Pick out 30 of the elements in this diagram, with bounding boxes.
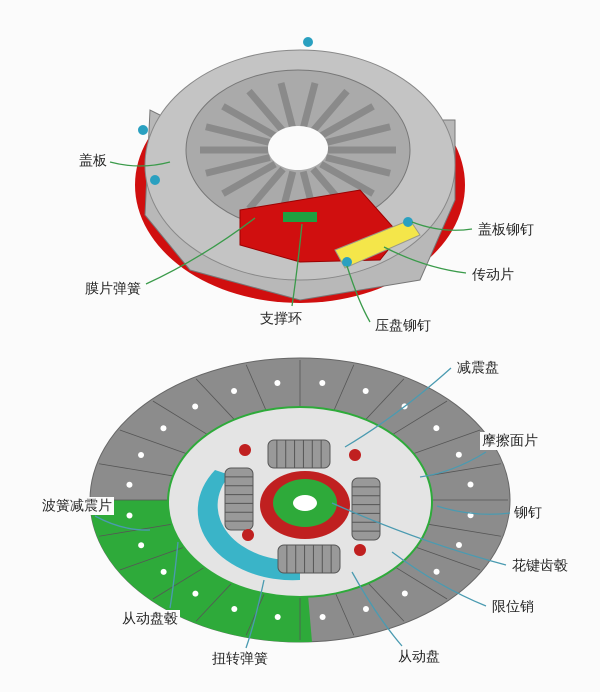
leader-line <box>392 551 486 607</box>
leader-line <box>420 451 486 478</box>
part-label: 铆钉 <box>512 504 544 522</box>
part-label: 盖板铆钉 <box>476 221 536 239</box>
part-label: 传动片 <box>470 266 516 284</box>
leader-line <box>146 217 256 285</box>
leader-line <box>332 502 506 566</box>
leader-line <box>384 246 466 274</box>
leader-line <box>245 580 265 648</box>
leader-line <box>412 221 472 231</box>
leader-line <box>94 515 150 531</box>
part-label: 减震盘 <box>455 359 501 377</box>
leader-line <box>110 161 170 167</box>
leader-line <box>169 542 179 608</box>
part-label: 膜片弹簧 <box>83 280 143 298</box>
part-label: 盖板 <box>77 152 109 170</box>
part-label: 限位销 <box>490 598 536 616</box>
part-label: 波簧减震片 <box>40 497 114 515</box>
leader-line <box>344 368 452 448</box>
leader-line <box>351 572 402 646</box>
part-label: 压盘铆钉 <box>373 317 433 335</box>
leader-line <box>436 505 510 515</box>
part-label: 从动盘 <box>396 648 442 666</box>
part-label: 摩擦面片 <box>480 432 540 450</box>
leader-line <box>291 224 303 306</box>
part-label: 花键齿毂 <box>510 557 570 575</box>
part-label: 从动盘毂 <box>120 610 180 628</box>
part-label: 扭转弹簧 <box>210 650 270 668</box>
leader-line <box>346 266 371 322</box>
part-label: 支撑环 <box>258 310 304 328</box>
